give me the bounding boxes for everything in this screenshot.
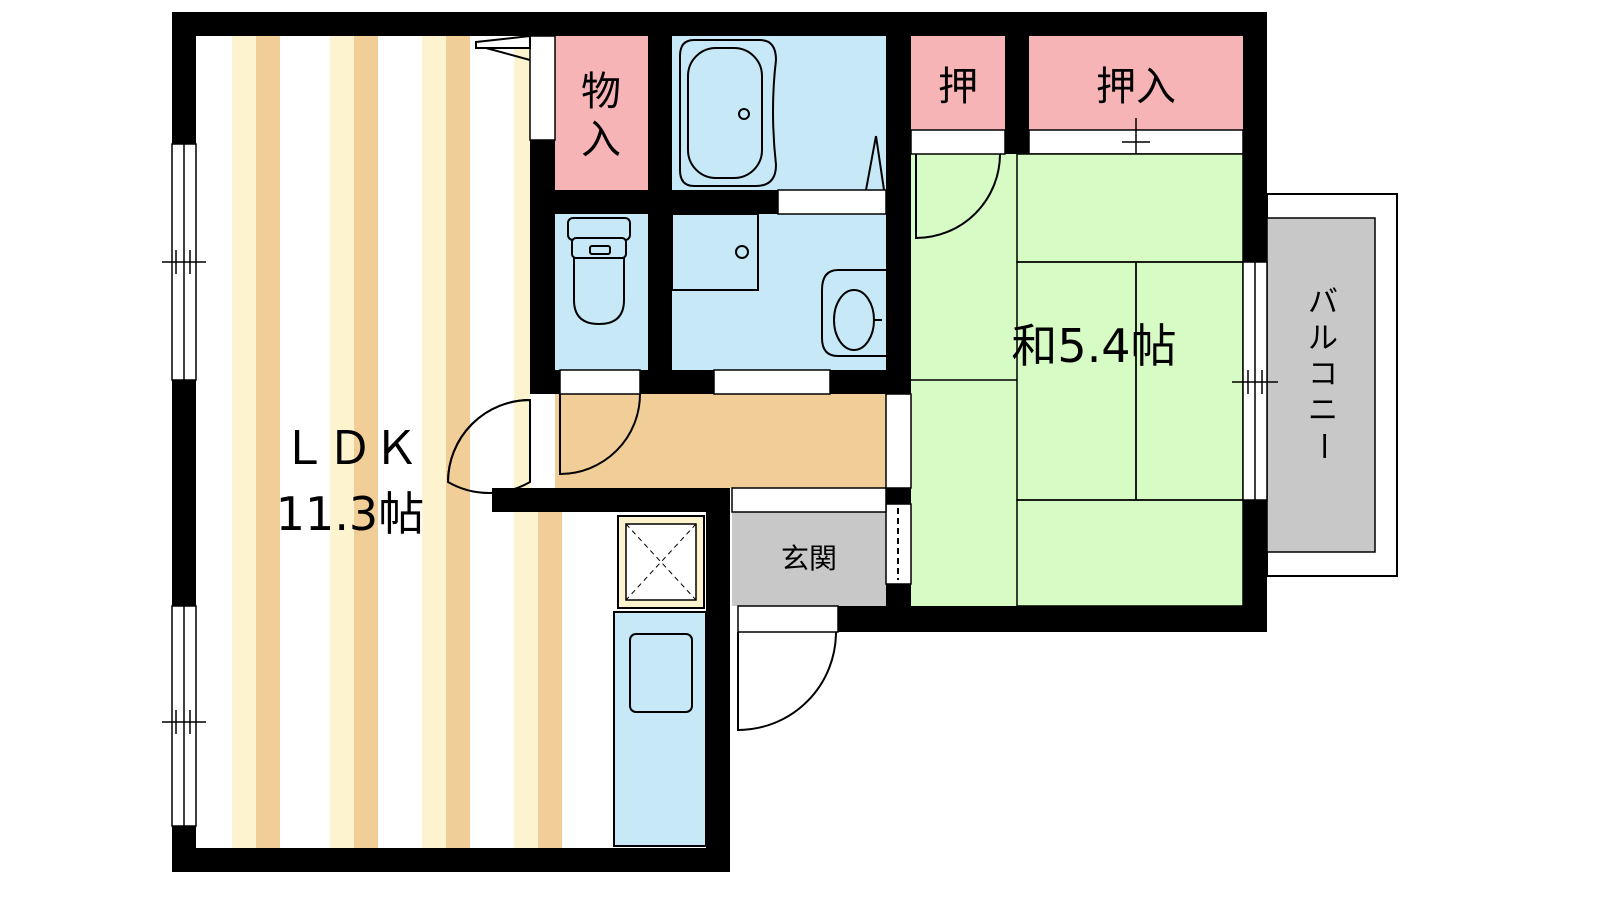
washroom [672, 214, 886, 370]
bathroom [672, 36, 886, 192]
walls [172, 12, 1267, 872]
balcony-label-char: ニ [1308, 393, 1338, 428]
balcony-label-char: ー [1305, 431, 1340, 461]
closet-small-label: 押 [938, 64, 978, 110]
storage-room [555, 36, 648, 190]
washbasin-icon [671, 213, 886, 357]
balcony-label-char: バ [1308, 285, 1338, 320]
storage-label-top: 物 [581, 69, 621, 115]
balcony [1266, 193, 1398, 577]
genkan-area [732, 512, 886, 606]
hallway [555, 394, 886, 488]
toilet-icon [567, 217, 631, 326]
balcony-label-char: コ [1308, 357, 1338, 392]
ldk-name-label: ＬＤＫ [281, 421, 419, 475]
balcony-label-char: ル [1308, 321, 1338, 356]
washitsu-label: 和5.4帖 [1011, 319, 1176, 373]
genkan-label: 玄関 [781, 542, 837, 575]
storage-label-bottom: 入 [581, 117, 621, 163]
washitsu-room [911, 153, 1244, 607]
balcony-label: バ ル コ ニ ー [1305, 285, 1340, 461]
closet-oshiire [1029, 36, 1243, 130]
ldk-size-label: 11.3帖 [276, 487, 424, 541]
kitchen-sink-icon [629, 633, 693, 713]
bathtub-icon [679, 39, 778, 187]
oshiire-label: 押入 [1096, 64, 1176, 110]
closet-small [911, 36, 1005, 130]
ldk-room [196, 36, 614, 848]
exhaust-fan-icon [617, 515, 705, 609]
door-swing-icon [446, 34, 1001, 732]
